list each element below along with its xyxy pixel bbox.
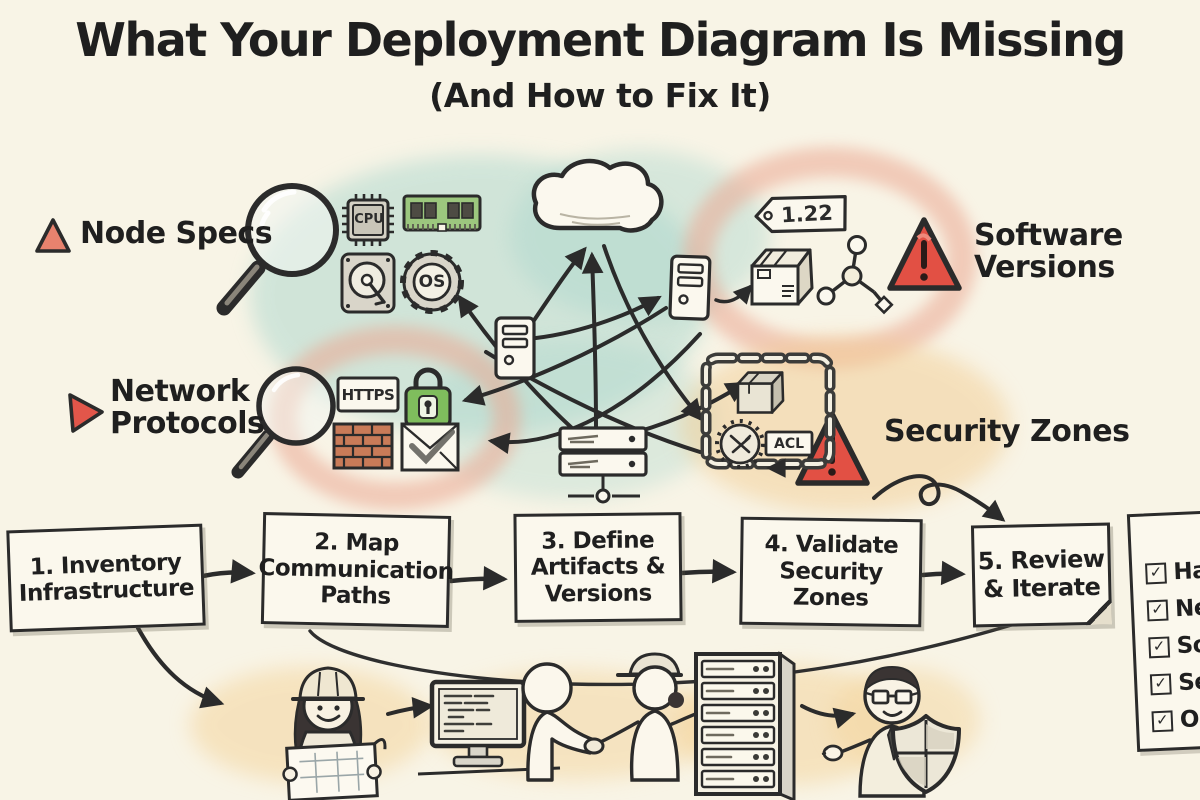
checklist-item: ✓ Sof xyxy=(1148,631,1200,660)
chain-border-icon xyxy=(700,352,836,478)
node-specs-triangle-icon xyxy=(35,218,71,253)
version-tag-icon xyxy=(754,195,847,234)
magnifier-icon xyxy=(231,366,336,479)
checkbox-checked-icon: ✓ xyxy=(1148,635,1171,658)
padlock-icon xyxy=(404,367,452,428)
checklist-item: ✓ Ha xyxy=(1144,557,1200,586)
loop-arrow xyxy=(872,474,1006,522)
server-rack xyxy=(694,651,796,800)
hard-drive-icon xyxy=(340,252,396,314)
hardhat-worker xyxy=(282,666,387,800)
tower-server-icon xyxy=(668,254,712,321)
scene-arrow xyxy=(386,696,435,719)
os-badge-icon xyxy=(400,250,464,314)
dependency-molecule-icon xyxy=(816,235,894,315)
firewall-bricks-icon xyxy=(332,422,394,470)
warning-triangle-icon xyxy=(887,217,962,291)
https-box-icon xyxy=(336,376,400,413)
checkbox-checked-icon: ✓ xyxy=(1151,709,1174,732)
cpu-chip-icon xyxy=(342,194,394,246)
step-3-define-artifacts: 3. Define Artifacts & Versions xyxy=(513,512,683,623)
scene-arrow xyxy=(800,704,857,729)
cloud-icon xyxy=(531,158,664,233)
step-4-validate-security: 4. Validate Security Zones xyxy=(739,516,923,628)
shield-icon xyxy=(891,714,961,794)
checklist-item: ✓ Sec xyxy=(1149,668,1200,697)
rack-server-icon xyxy=(558,426,648,504)
security-officer xyxy=(821,665,926,798)
package-box-icon xyxy=(750,248,814,306)
step-2-map-communication: 2. Map Communication Paths xyxy=(258,512,454,628)
envelope-check-icon xyxy=(400,422,460,472)
magnifier-icon xyxy=(216,183,339,316)
checklist-item: ✓ Ne xyxy=(1146,594,1200,623)
iterate-down-arrow xyxy=(135,625,225,709)
checkbox-checked-icon: ✓ xyxy=(1144,562,1167,584)
checkbox-checked-icon: ✓ xyxy=(1149,672,1172,695)
network-protocols-triangle-icon xyxy=(68,393,104,433)
checklist-panel: ✓ Ha ✓ Ne ✓ Sof ✓ Sec ✓ Ope xyxy=(1126,510,1200,752)
step-1-inventory: 1. Inventory Infrastructure xyxy=(6,523,206,633)
step-arrows xyxy=(200,559,966,591)
ram-stick-icon xyxy=(402,194,482,232)
checkbox-checked-icon: ✓ xyxy=(1146,599,1169,621)
tower-server-icon xyxy=(494,316,536,380)
step-5-review-iterate: 5. Review & Iterate xyxy=(970,522,1113,628)
folded-corner xyxy=(1085,598,1113,626)
checklist-item: ✓ Ope xyxy=(1151,705,1200,734)
